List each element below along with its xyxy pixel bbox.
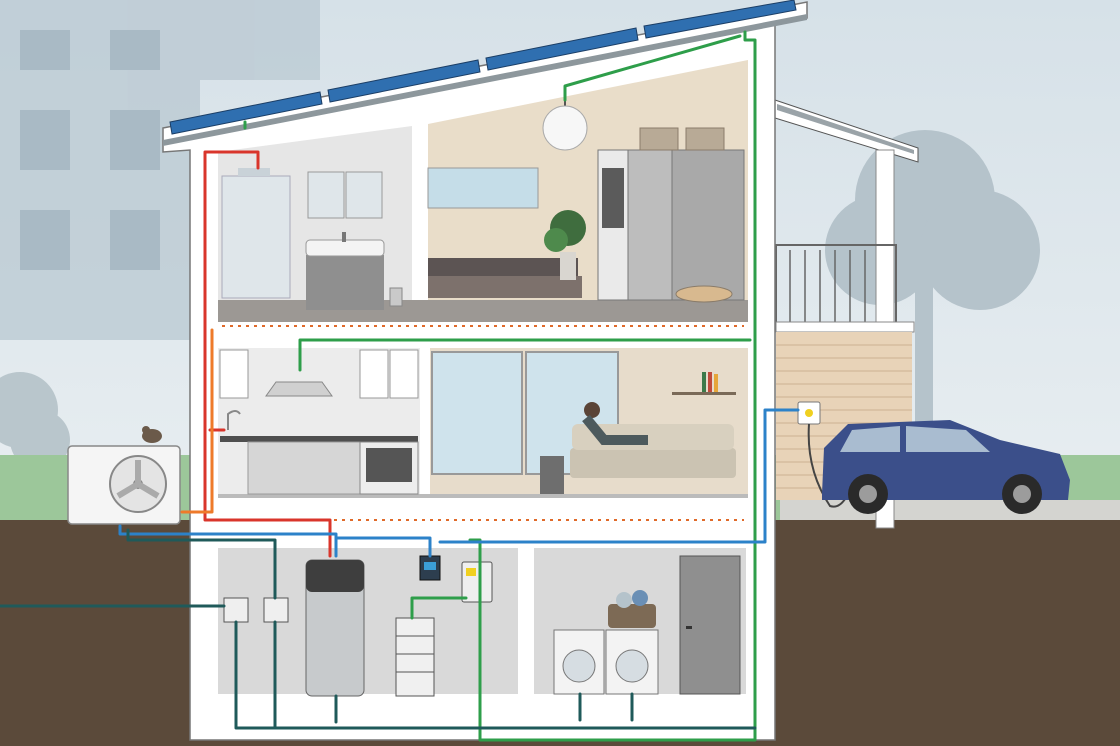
solar-panel-4 bbox=[643, 0, 797, 39]
pipe-dark-supply bbox=[0, 528, 757, 730]
background-building-windows bbox=[20, 30, 160, 270]
wall-shelf bbox=[672, 372, 736, 395]
shower bbox=[221, 168, 291, 299]
wardrobe bbox=[597, 149, 745, 301]
pipe-orange-heating bbox=[180, 328, 214, 514]
range-hood bbox=[265, 381, 333, 397]
faucet-icon bbox=[227, 410, 241, 430]
solar-panel-3 bbox=[485, 27, 639, 71]
electric-car bbox=[822, 420, 1070, 514]
pipe-red-hot bbox=[203, 150, 332, 558]
trash-bin-icon bbox=[389, 287, 403, 307]
bed bbox=[428, 258, 582, 298]
bird-icon bbox=[142, 426, 162, 443]
heat-pump bbox=[67, 445, 181, 525]
storage-boxes bbox=[639, 127, 725, 151]
laundry-basket-icon bbox=[608, 590, 656, 628]
cellar-door bbox=[679, 555, 741, 695]
wallbox-indicator-icon bbox=[805, 409, 813, 417]
dog-bed-icon bbox=[675, 285, 733, 303]
electricity-meter bbox=[223, 597, 289, 623]
pipe-green-kitchen bbox=[298, 338, 752, 372]
bathroom-mirror bbox=[307, 171, 383, 219]
pipe-green-lamp bbox=[563, 34, 742, 102]
inverter bbox=[461, 561, 493, 603]
solar-panels bbox=[169, 0, 797, 135]
kitchen-counter bbox=[220, 436, 419, 495]
floor-ground bbox=[218, 494, 748, 498]
pipes bbox=[0, 30, 800, 742]
washing-machine-icon bbox=[553, 629, 605, 695]
side-table bbox=[540, 456, 564, 494]
plant-icon bbox=[544, 210, 586, 280]
battery-storage bbox=[395, 617, 435, 697]
bedroom-window bbox=[427, 167, 539, 209]
pipe-green-battery bbox=[410, 596, 468, 620]
pipe-blue-grid bbox=[118, 408, 800, 558]
driveway bbox=[780, 500, 1120, 522]
sink-cabinet bbox=[305, 232, 385, 310]
dryer-icon bbox=[605, 629, 659, 695]
hot-water-storage bbox=[305, 559, 365, 697]
floor-attic bbox=[218, 300, 748, 322]
solar-panel-2 bbox=[327, 59, 481, 103]
roof-underside bbox=[163, 14, 807, 146]
solar-panel-1 bbox=[169, 91, 323, 135]
person-reading-icon bbox=[582, 402, 648, 445]
kitchen-upper-cabinets bbox=[219, 349, 419, 399]
pipe-green-solar bbox=[243, 30, 757, 742]
energy-manager bbox=[419, 555, 441, 581]
shower-head-icon bbox=[238, 168, 270, 176]
